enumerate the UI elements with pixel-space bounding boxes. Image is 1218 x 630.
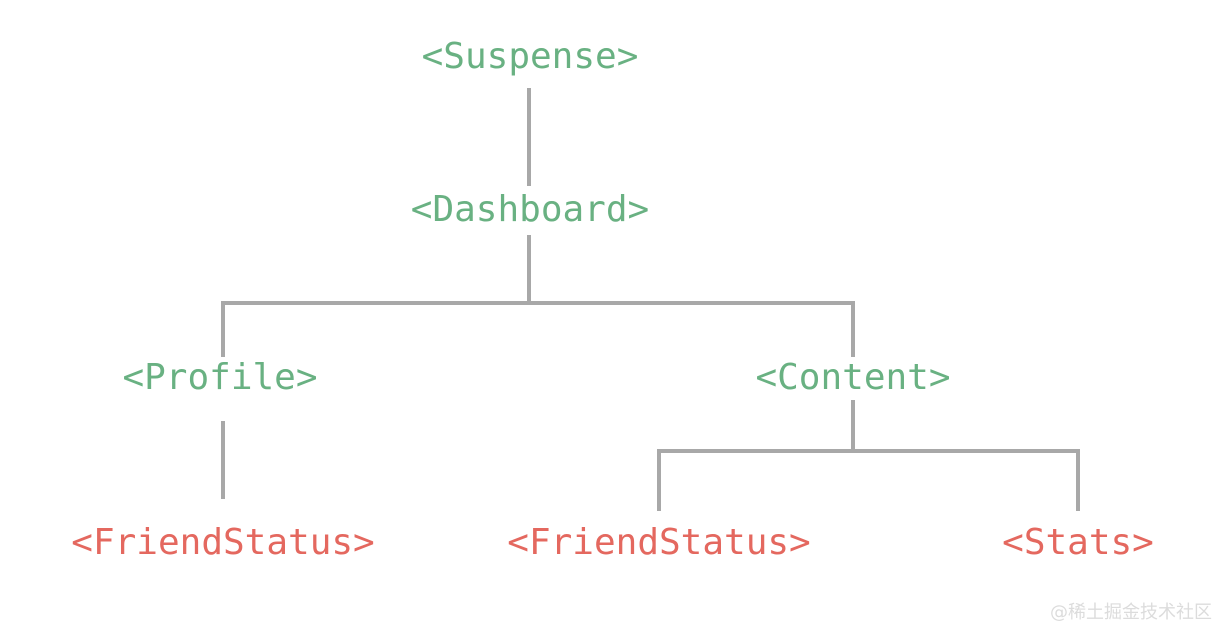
edge-branch-to-friendstatus [657,449,661,511]
tree-node-friendstatus-middle: <FriendStatus> [507,522,811,563]
tree-node-dashboard: <Dashboard> [410,189,650,230]
edge-dashboard-branch-bar [221,301,855,305]
edge-suspense-dashboard [527,88,531,186]
tree-node-suspense: <Suspense> [421,36,639,77]
tree-node-stats: <Stats> [1002,522,1154,563]
edge-branch-to-stats [1076,449,1080,511]
watermark-text: @稀土掘金技术社区 [1050,602,1212,623]
edge-branch-to-content [851,301,855,357]
edge-content-branch-bar [657,449,1080,453]
tree-node-content: <Content> [755,357,951,398]
tree-node-profile: <Profile> [122,357,318,398]
edge-profile-friendstatus [221,421,225,499]
tree-node-friendstatus-left: <FriendStatus> [71,522,375,563]
edge-branch-to-profile [221,301,225,357]
edge-dashboard-stem [527,235,531,303]
edge-content-stem [851,400,855,453]
